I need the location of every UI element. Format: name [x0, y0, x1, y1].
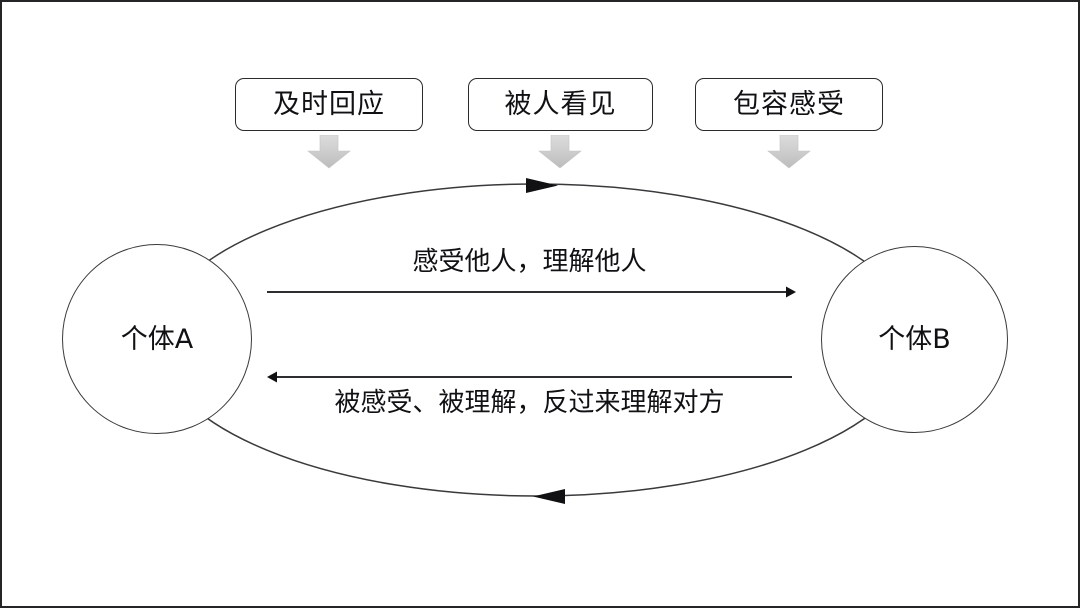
cycle-ellipse [155, 183, 917, 497]
down-block-arrow-icon-1 [307, 135, 351, 169]
condition-box-2[interactable]: 被人看见 [468, 78, 653, 131]
condition-box-3-label: 包容感受 [733, 89, 845, 120]
condition-box-1[interactable]: 及时回应 [235, 78, 423, 131]
node-individual-b[interactable]: 个体B [821, 246, 1008, 433]
cycle-arrow-right-icon [526, 178, 558, 193]
node-individual-b-label: 个体B [878, 324, 951, 355]
node-individual-a[interactable]: 个体A [62, 244, 252, 434]
node-individual-a-label: 个体A [120, 323, 194, 355]
condition-box-3[interactable]: 包容感受 [695, 78, 883, 131]
forward-edge-label: 感受他人，理解他人 [412, 247, 647, 277]
arrow-right-icon [786, 286, 796, 298]
down-block-arrow-icon-3 [767, 135, 811, 169]
down-block-arrow-icon-2 [538, 135, 582, 169]
cycle-arrow-left-icon [533, 489, 565, 504]
arrow-left-icon [267, 371, 277, 383]
condition-box-2-label: 被人看见 [504, 89, 617, 120]
backward-edge-label: 被感受、被理解，反过来理解对方 [334, 388, 725, 418]
condition-box-1-label: 及时回应 [273, 89, 385, 120]
